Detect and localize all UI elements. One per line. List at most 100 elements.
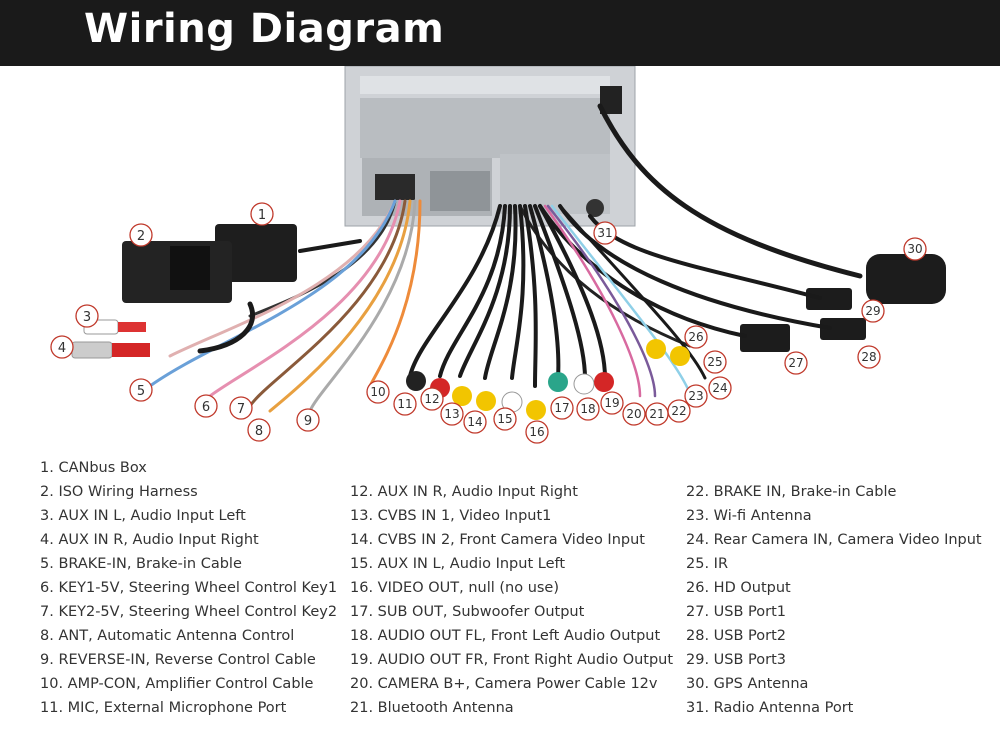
legend-item: 9. REVERSE-IN, Reverse Control Cable (40, 652, 316, 668)
wiring-diagram: 1 2 3 4 5 6 7 8 9 10 11 12 13 14 15 16 1… (50, 66, 946, 444)
callout-12: 12 (420, 387, 444, 411)
legend-item: 29. USB Port3 (686, 652, 787, 668)
callout-number: 28 (861, 350, 876, 364)
callout-number: 13 (444, 407, 459, 421)
legend-item: 7. KEY2-5V, Steering Wheel Control Key2 (40, 604, 338, 620)
callout-number: 16 (529, 425, 544, 439)
callout-11: 11 (393, 392, 417, 416)
legend-item: 14. CVBS IN 2, Front Camera Video Input (350, 532, 645, 548)
callout-number: 23 (688, 389, 703, 403)
legend-item: 17. SUB OUT, Subwoofer Output (350, 604, 585, 620)
legend-item: 13. CVBS IN 1, Video Input1 (350, 508, 552, 524)
callout-number: 1 (258, 208, 266, 223)
callout-number: 15 (497, 412, 512, 426)
legend-item: 16. VIDEO OUT, null (no use) (350, 580, 560, 596)
callout-20: 20 (622, 402, 646, 426)
legend-item: 19. AUDIO OUT FR, Front Right Audio Outp… (350, 652, 674, 668)
callout-25: 25 (703, 350, 727, 374)
legend-item: 26. HD Output (686, 580, 791, 596)
callout-4: 4 (50, 335, 74, 359)
callout-number: 19 (604, 396, 619, 410)
callout-5: 5 (129, 378, 153, 402)
legend-item: 23. Wi-fi Antenna (686, 508, 812, 524)
legend-item: 3. AUX IN L, Audio Input Left (40, 508, 246, 524)
callout-number: 29 (865, 304, 880, 318)
callout-number: 21 (649, 407, 664, 421)
cables (148, 103, 863, 413)
callout-8: 8 (247, 418, 271, 442)
legend: 1. CANbus Box 2. ISO Wiring Harness 3. A… (0, 450, 1000, 737)
callout-14: 14 (463, 410, 487, 434)
callout-7: 7 (229, 396, 253, 420)
callout-28: 28 (857, 345, 881, 369)
callout-number: 6 (202, 400, 210, 415)
legend-item: 15. AUX IN L, Audio Input Left (350, 556, 566, 572)
callout-number: 26 (688, 330, 703, 344)
rca-plugs (71, 319, 690, 420)
callout-6: 6 (194, 394, 218, 418)
legend-item: 10. AMP-CON, Amplifier Control Cable (40, 676, 314, 692)
legend-item: 1. CANbus Box (40, 460, 147, 476)
header-bar: Wiring Diagram (0, 0, 1000, 66)
legend-item: 24. Rear Camera IN, Camera Video Input (686, 532, 982, 548)
legend-column-3: 22. BRAKE IN, Brake-in Cable 23. Wi-fi A… (686, 480, 982, 720)
legend-item: 8. ANT, Automatic Antenna Control (40, 628, 295, 644)
legend-item: 4. AUX IN R, Audio Input Right (40, 532, 259, 548)
canbus-box (122, 224, 297, 303)
callout-27: 27 (784, 351, 808, 375)
head-unit (344, 66, 636, 227)
callout-21: 21 (645, 402, 669, 426)
callout-number: 14 (467, 415, 482, 429)
callout-number: 7 (237, 402, 245, 417)
callout-29: 29 (861, 299, 885, 323)
callout-number: 3 (83, 310, 91, 325)
legend-item: 21. Bluetooth Antenna (350, 700, 514, 716)
callout-30: 30 (903, 237, 927, 261)
callout-10: 10 (366, 380, 390, 404)
legend-item: 11. MIC, External Microphone Port (40, 700, 287, 716)
callout-23: 23 (684, 384, 708, 408)
callout-number: 9 (304, 414, 312, 429)
legend-item: 5. BRAKE-IN, Brake-in Cable (40, 556, 242, 572)
callout-number: 25 (707, 355, 722, 369)
callout-2: 2 (129, 223, 153, 247)
callout-number: 31 (597, 226, 612, 240)
callout-number: 4 (58, 341, 66, 356)
callout-15: 15 (493, 407, 517, 431)
callout-22: 22 (667, 399, 691, 423)
callout-number: 12 (424, 392, 439, 406)
legend-column-2: 12. AUX IN R, Audio Input Right 13. CVBS… (350, 480, 673, 720)
callout-26: 26 (684, 325, 708, 349)
legend-item: 22. BRAKE IN, Brake-in Cable (686, 484, 897, 500)
callout-9: 9 (296, 408, 320, 432)
usb-connectors (740, 288, 866, 352)
callout-number: 20 (626, 407, 641, 421)
legend-item: 12. AUX IN R, Audio Input Right (350, 484, 578, 500)
page-title: Wiring Diagram (84, 6, 445, 52)
callout-24: 24 (708, 376, 732, 400)
callout-18: 18 (576, 397, 600, 421)
legend-item: 25. IR (686, 556, 729, 572)
legend-item: 28. USB Port2 (686, 628, 787, 644)
callout-13: 13 (440, 402, 464, 426)
callout-16: 16 (525, 420, 549, 444)
legend-item: 20. CAMERA B+, Camera Power Cable 12v (350, 676, 658, 692)
legend-item: 27. USB Port1 (686, 604, 787, 620)
callout-19: 19 (600, 391, 624, 415)
legend-item: 2. ISO Wiring Harness (40, 484, 198, 500)
callout-number: 10 (370, 385, 385, 399)
callout-number: 17 (554, 401, 569, 415)
callout-1: 1 (250, 202, 274, 226)
callout-3: 3 (75, 304, 99, 328)
callout-17: 17 (550, 396, 574, 420)
callout-number: 5 (137, 384, 145, 399)
callout-number: 2 (137, 229, 145, 244)
callout-number: 24 (712, 381, 727, 395)
legend-item: 30. GPS Antenna (686, 676, 809, 692)
callout-number: 22 (671, 404, 686, 418)
callout-31: 31 (593, 221, 617, 245)
callout-number: 8 (255, 424, 263, 439)
legend-column-1: 1. CANbus Box 2. ISO Wiring Harness 3. A… (40, 456, 337, 720)
gps-antenna-shape (866, 254, 946, 304)
legend-item: 18. AUDIO OUT FL, Front Left Audio Outpu… (350, 628, 661, 644)
